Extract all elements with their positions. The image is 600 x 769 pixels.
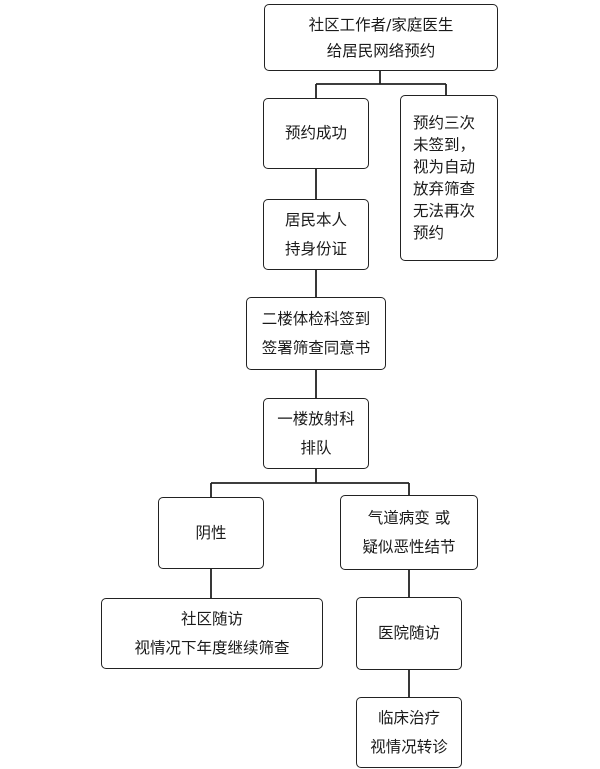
node-no-show-rule-line6: 预约 [413, 224, 445, 242]
node-hospital-followup-line1: 医院随访 [377, 624, 440, 642]
node-checkin-consent: 二楼体检科签到 签署筛查同意书 [246, 297, 386, 370]
node-no-show-rule-line4: 放弃筛查 [413, 180, 476, 198]
node-radiology-queue-line2: 排队 [300, 438, 332, 457]
node-hospital-followup: 医院随访 [356, 597, 462, 670]
node-clinical-treatment-line1: 临床治疗 [377, 708, 440, 727]
node-clinical-treatment: 临床治疗 视情况转诊 [356, 697, 462, 768]
node-radiology-queue-line1: 一楼放射科 [277, 409, 355, 428]
node-no-show-rule: 预约三次 未签到， 视为自动 放弃筛查 无法再次 预约 [400, 95, 498, 261]
node-no-show-rule-line5: 无法再次 [413, 202, 476, 220]
node-abnormal-result: 气道病变 或 疑似恶性结节 [340, 495, 478, 570]
node-resident-id: 居民本人 持身份证 [263, 199, 369, 270]
node-resident-id-line1: 居民本人 [284, 210, 347, 229]
node-radiology-queue: 一楼放射科 排队 [263, 398, 369, 469]
node-abnormal-result-line1: 气道病变 或 [367, 508, 451, 527]
node-community-followup: 社区随访 视情况下年度继续筛查 [101, 598, 323, 669]
node-abnormal-result-line2: 疑似恶性结节 [362, 537, 456, 556]
node-appointment-booking: 社区工作者/家庭医生 给居民网络预约 [264, 4, 498, 71]
node-resident-id-line2: 持身份证 [284, 239, 347, 258]
node-no-show-rule-line3: 视为自动 [413, 158, 476, 176]
node-clinical-treatment-line2: 视情况转诊 [370, 737, 448, 756]
node-checkin-consent-line1: 二楼体检科签到 [261, 309, 371, 328]
node-negative-result: 阴性 [158, 497, 264, 569]
node-community-followup-line1: 社区随访 [180, 609, 243, 628]
node-appointment-success: 预约成功 [263, 98, 369, 169]
node-no-show-rule-line2: 未签到， [413, 136, 476, 154]
node-appointment-success-line1: 预约成功 [284, 124, 347, 142]
node-appointment-booking-line1: 社区工作者/家庭医生 [308, 15, 454, 34]
node-negative-result-line1: 阴性 [195, 523, 227, 542]
node-checkin-consent-line2: 签署筛查同意书 [261, 338, 371, 357]
node-community-followup-line2: 视情况下年度继续筛查 [134, 638, 290, 657]
node-no-show-rule-line1: 预约三次 [413, 114, 476, 132]
node-appointment-booking-line2: 给居民网络预约 [326, 41, 436, 60]
